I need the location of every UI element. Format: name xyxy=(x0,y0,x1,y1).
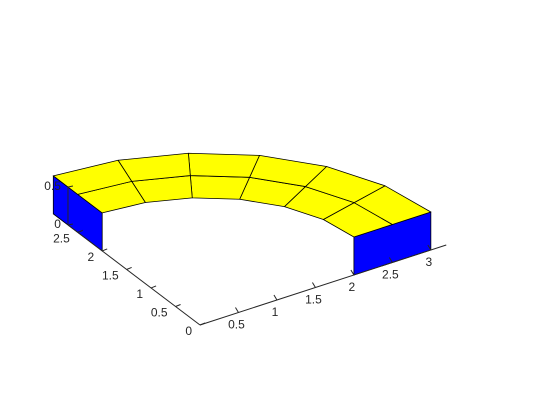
x-tick-mark xyxy=(350,269,355,276)
x-tick-mark xyxy=(311,282,316,288)
z-tick-mark xyxy=(67,185,74,188)
y-tick-label: 1 xyxy=(136,287,143,301)
x-tick-label: 1.5 xyxy=(305,293,322,307)
x-axis-line xyxy=(199,244,447,326)
x-tick-mark xyxy=(427,244,432,251)
y-axis-line xyxy=(67,224,201,326)
y-tick-mark xyxy=(126,266,132,270)
x-tick-mark xyxy=(273,294,278,301)
z-tick-label: 0.5 xyxy=(44,179,61,193)
z-tick-mark xyxy=(67,223,74,226)
y-tick-mark xyxy=(199,322,206,326)
y-tick-mark xyxy=(102,248,108,252)
top-surface-cell xyxy=(187,152,260,178)
top-surface-cell xyxy=(189,175,250,200)
y-tick-label: 2.5 xyxy=(53,232,70,246)
y-tick-label: 1.5 xyxy=(102,269,119,283)
x-tick-label: 2 xyxy=(349,280,356,294)
y-tick-label: 0 xyxy=(185,324,192,338)
x-tick-label: 0.5 xyxy=(228,318,245,332)
y-tick-mark xyxy=(77,229,83,233)
x-tick-mark xyxy=(235,307,239,313)
axes-lines xyxy=(67,185,447,326)
y-tick-mark xyxy=(150,285,157,289)
surface-faces xyxy=(52,152,432,276)
x-tick-label: 1 xyxy=(272,305,279,319)
x-tick-mark xyxy=(388,257,393,263)
y-tick-mark xyxy=(175,304,181,307)
y-tick-label: 0.5 xyxy=(151,306,168,320)
x-tick-label: 3 xyxy=(426,255,433,269)
z-tick-label: 0 xyxy=(54,217,61,231)
x-tick-label: 2.5 xyxy=(382,268,399,282)
y-tick-label: 2 xyxy=(88,250,95,264)
